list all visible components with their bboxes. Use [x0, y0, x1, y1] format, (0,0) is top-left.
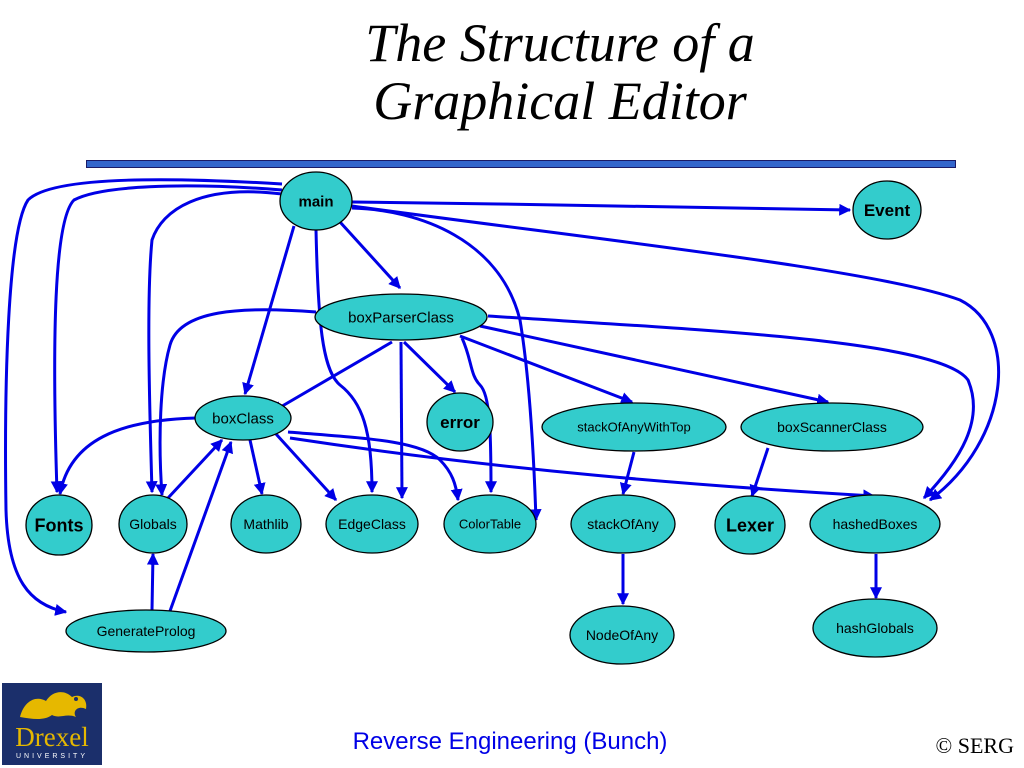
node-Mathlib: Mathlib	[230, 494, 302, 554]
node-label-main: main	[298, 193, 333, 210]
node-Globals: Globals	[118, 494, 188, 554]
logo-wordmark: Drexel	[15, 722, 89, 752]
node-label-Fonts: Fonts	[35, 515, 84, 535]
edge-boxClass-to-ColorTable	[287, 430, 463, 502]
edge-boxParserClass-to-boxScannerClass	[479, 324, 830, 406]
edge-GenerateProlog-to-Globals	[146, 552, 159, 611]
node-shape-hashGlobals	[812, 598, 938, 658]
edge-boxScannerClass-to-Lexer	[749, 447, 770, 498]
edge-main-to-Fonts	[50, 184, 283, 494]
node-shape-hashedBoxes	[809, 494, 941, 554]
edge-boxParserClass-to-error	[402, 340, 457, 394]
node-label-GenerateProlog: GenerateProlog	[97, 623, 196, 639]
slide-title-line-1: The Structure of a	[365, 13, 755, 73]
edge-boxClass-to-hashedBoxes	[289, 436, 876, 502]
node-boxParserClass: boxParserClass	[314, 293, 488, 341]
node-shape-Event	[852, 180, 922, 240]
node-shape-Lexer	[714, 495, 786, 555]
node-stackOfAny: stackOfAny	[570, 494, 676, 554]
node-label-boxParserClass: boxParserClass	[348, 309, 454, 326]
edge-main-to-hashedBoxes	[351, 204, 1001, 502]
node-label-NodeOfAny: NodeOfAny	[586, 627, 658, 643]
node-label-hashedBoxes: hashedBoxes	[833, 516, 918, 532]
node-shape-boxClass	[194, 395, 292, 441]
edge-boxParserClass-to-boxClass	[270, 340, 393, 414]
slide-title-line-2: Graphical Editor	[373, 71, 747, 131]
node-label-Lexer: Lexer	[726, 515, 774, 535]
edge-main-to-boxParserClass	[338, 220, 402, 290]
node-boxScannerClass: boxScannerClass	[740, 402, 924, 452]
node-GenerateProlog: GenerateProlog	[65, 609, 227, 653]
logo-subtitle: UNIVERSITY	[15, 753, 88, 760]
node-NodeOfAny: NodeOfAny	[569, 605, 675, 665]
node-error: error	[426, 392, 494, 452]
edges-layer	[4, 178, 1001, 616]
node-label-Globals: Globals	[129, 516, 176, 532]
node-label-boxScannerClass: boxScannerClass	[777, 419, 887, 435]
edge-GenerateProlog-to-boxClass	[168, 440, 233, 612]
node-shape-GenerateProlog	[65, 609, 227, 653]
node-shape-stackOfAnyWithTop	[541, 402, 727, 452]
node-shape-ColorTable	[443, 494, 537, 554]
edge-boxParserClass-to-EdgeClass	[395, 341, 408, 500]
node-label-error: error	[440, 413, 480, 432]
slide-title: The Structure of a Graphical Editor	[300, 14, 820, 130]
node-Lexer: Lexer	[714, 495, 786, 555]
node-shape-Mathlib	[230, 494, 302, 554]
node-Event: Event	[852, 180, 922, 240]
footer-title: Reverse Engineering (Bunch)	[352, 728, 668, 755]
node-hashGlobals: hashGlobals	[812, 598, 938, 658]
edge-boxClass-to-EdgeClass	[274, 432, 338, 502]
copyright-notice: © SERG	[935, 733, 1014, 758]
title-divider	[86, 160, 956, 168]
edge-stackOfAnyWithTop-to-stackOfAny	[619, 451, 636, 496]
node-shape-boxScannerClass	[740, 402, 924, 452]
edge-boxClass-to-Fonts	[56, 416, 197, 496]
node-shape-main	[279, 171, 353, 231]
node-shape-Globals	[118, 494, 188, 554]
edge-boxParserClass-to-Globals	[155, 308, 317, 497]
node-label-stackOfAnyWithTop: stackOfAnyWithTop	[577, 420, 690, 435]
edge-main-to-ColorTable	[351, 206, 542, 522]
drexel-logo: Drexel UNIVERSITY	[2, 683, 102, 765]
nodes-layer: main Event boxParserClass boxClass error stac…	[25, 171, 941, 665]
node-ColorTable: ColorTable	[443, 494, 537, 554]
node-EdgeClass: EdgeClass	[325, 494, 419, 554]
node-shape-error	[426, 392, 494, 452]
node-shape-stackOfAny	[570, 494, 676, 554]
edge-main-to-GenerateProlog	[4, 178, 283, 616]
edge-boxParserClass-to-hashedBoxes	[487, 314, 975, 500]
node-stackOfAnyWithTop: stackOfAnyWithTop	[541, 402, 727, 452]
node-label-Mathlib: Mathlib	[243, 516, 288, 532]
node-Fonts: Fonts	[25, 494, 93, 556]
node-label-hashGlobals: hashGlobals	[836, 620, 914, 636]
dragon-icon	[20, 692, 87, 719]
node-label-EdgeClass: EdgeClass	[338, 516, 406, 532]
edge-boxParserClass-to-ColorTable	[460, 337, 497, 494]
node-shape-boxParserClass	[314, 293, 488, 341]
node-shape-EdgeClass	[325, 494, 419, 554]
node-label-stackOfAny: stackOfAny	[587, 516, 659, 532]
edge-main-to-Event	[351, 200, 852, 216]
node-label-Event: Event	[864, 201, 911, 220]
edge-boxClass-to-Mathlib	[248, 439, 266, 496]
node-label-ColorTable: ColorTable	[459, 517, 521, 532]
node-main: main	[279, 171, 353, 231]
node-shape-Fonts	[25, 494, 93, 556]
edge-Globals-to-boxClass	[166, 438, 224, 500]
node-boxClass: boxClass	[194, 395, 292, 441]
edge-boxParserClass-to-stackOfAnyWithTop	[459, 334, 634, 404]
node-shape-NodeOfAny	[569, 605, 675, 665]
node-label-boxClass: boxClass	[212, 410, 274, 427]
node-hashedBoxes: hashedBoxes	[809, 494, 941, 554]
edge-main-to-EdgeClass	[314, 229, 378, 494]
